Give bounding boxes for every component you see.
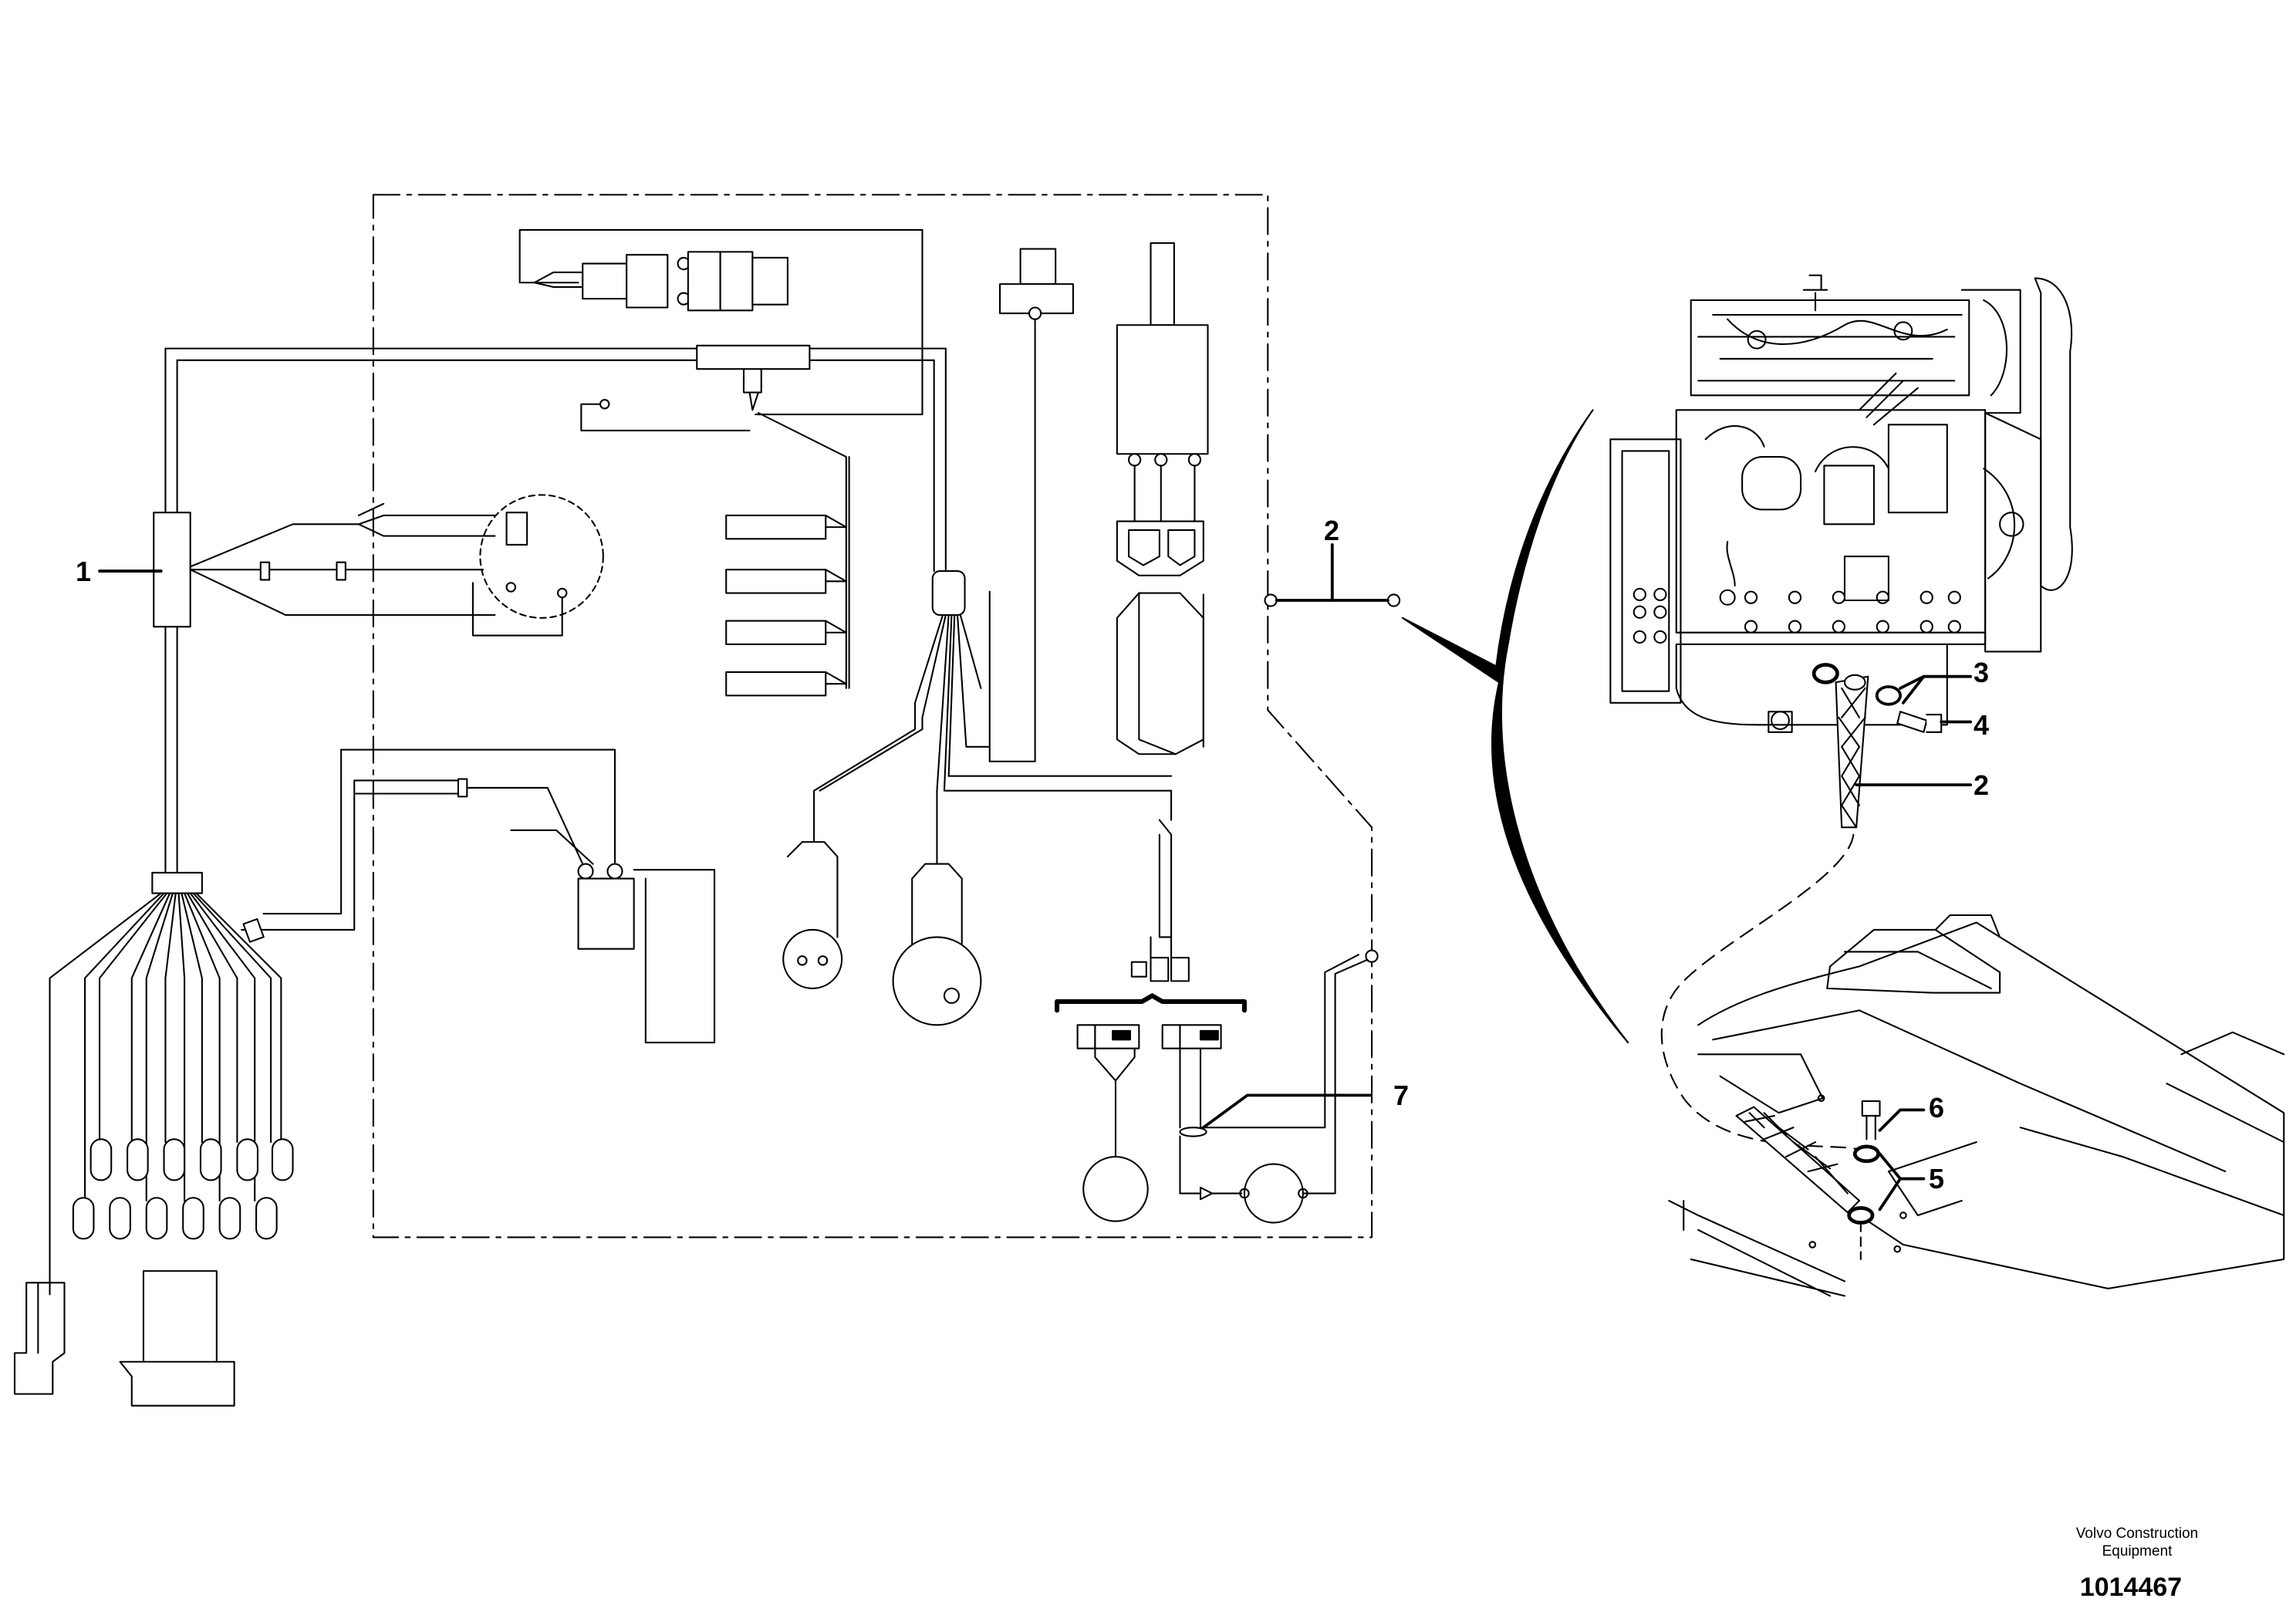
ground-strap-lower xyxy=(1735,1100,1881,1260)
callout-2-wiring: 2 xyxy=(1324,515,1339,546)
lamp-circle xyxy=(782,928,843,989)
item7-group xyxy=(1055,949,1379,1224)
ground-strap-upper xyxy=(1660,663,1943,1151)
bulb-circle xyxy=(1082,1156,1149,1222)
connector-small xyxy=(13,1282,66,1395)
sender-circle xyxy=(892,936,982,1026)
relay-stack xyxy=(725,514,847,697)
dashed-circle-sensor xyxy=(479,494,604,619)
callout-5: 5 xyxy=(1929,1163,1944,1195)
document-number: 1014467 xyxy=(2080,1573,2182,1602)
solenoid-column xyxy=(1116,242,1209,755)
company-name-line2: Equipment xyxy=(2102,1543,2173,1559)
callout-4: 4 xyxy=(1974,709,1989,741)
callout-3: 3 xyxy=(1974,657,1989,688)
motor-circle xyxy=(1243,1163,1304,1224)
zoom-callout-arc xyxy=(1401,409,1629,1044)
engine-illustration xyxy=(1609,274,2073,733)
connector-hub xyxy=(782,570,1190,1026)
callout-7: 7 xyxy=(1393,1080,1409,1111)
chassis-frame xyxy=(1668,914,2285,1297)
callout-1: 1 xyxy=(76,556,91,587)
harness-fanout xyxy=(13,871,294,1407)
callout-2-strap: 2 xyxy=(1974,769,1989,801)
main-harness xyxy=(153,344,947,874)
top-sensor xyxy=(988,248,1074,762)
assembly-boundary xyxy=(372,194,1373,1238)
company-name-line1: Volvo Construction xyxy=(2076,1526,2198,1542)
leader-lines xyxy=(98,569,1973,1211)
callout-6: 6 xyxy=(1929,1092,1944,1124)
relay-box xyxy=(241,748,716,1044)
ground-link xyxy=(1264,543,1401,607)
connector-large xyxy=(119,1270,235,1407)
pressure-switch xyxy=(518,228,923,361)
